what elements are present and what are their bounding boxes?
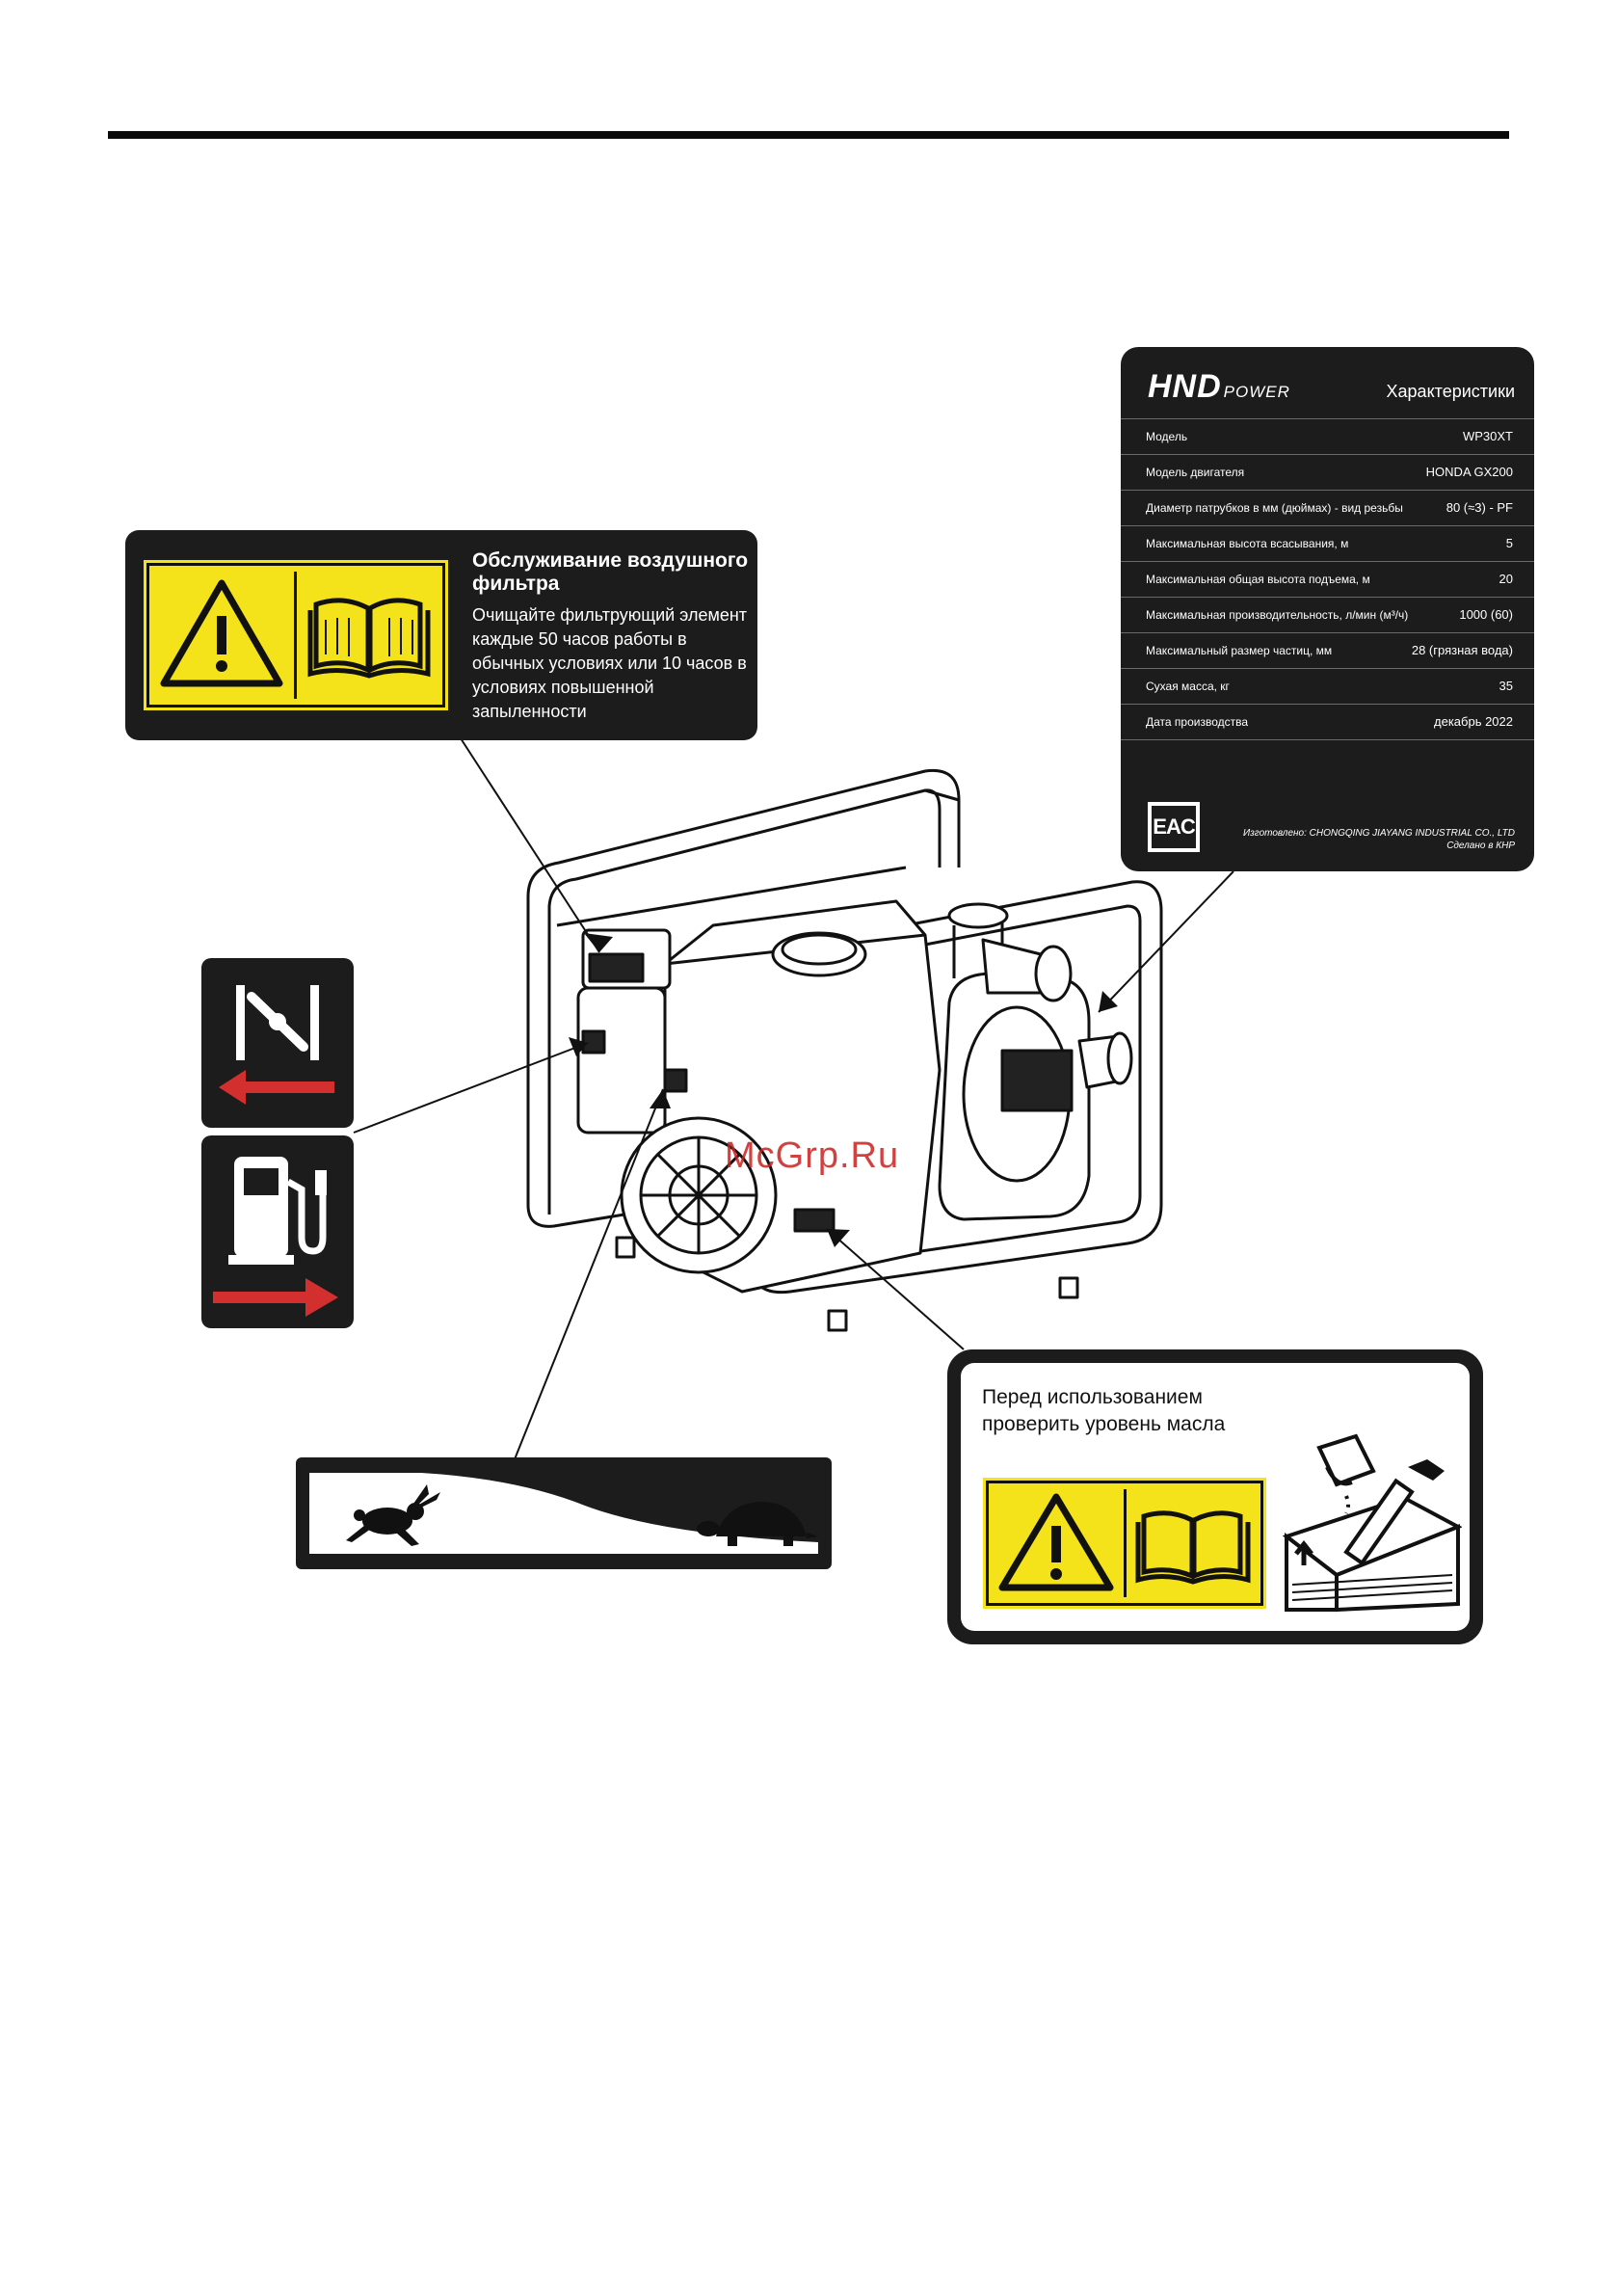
rabbit-icon	[346, 1484, 440, 1546]
throttle-label	[296, 1457, 832, 1569]
arrow-left-icon	[219, 1070, 334, 1105]
warning-panel	[983, 1478, 1266, 1609]
choke-icon	[236, 985, 319, 1060]
fuel-label	[201, 1135, 354, 1328]
spec-title: Характеристики	[1386, 382, 1515, 401]
oil-can-icon	[1316, 1433, 1376, 1514]
oil-label-title: Перед использованием проверить уровень м…	[982, 1386, 1226, 1435]
turtle-icon	[697, 1502, 818, 1546]
air-filter-label: Обслуживание воздушного фильтра Очищайте…	[125, 530, 757, 740]
choke-label	[201, 958, 354, 1128]
warning-icon	[149, 566, 294, 705]
spec-row: Максимальная производительность, л/мин (…	[1121, 597, 1534, 632]
dipstick-icon	[1282, 1459, 1462, 1613]
oil-label-panel: Перед использованием проверить уровень м…	[961, 1363, 1470, 1631]
warning-panel	[144, 560, 448, 710]
manual-book-icon	[297, 566, 442, 705]
air-filter-text: Обслуживание воздушного фильтра Очищайте…	[472, 549, 752, 724]
arrow-right-icon	[213, 1278, 338, 1317]
manufacturer: Изготовлено: CHONGQING JIAYANG INDUSTRIA…	[1242, 828, 1515, 851]
air-filter-body: Очищайте фильтрующий элемент каждые 50 ч…	[472, 605, 748, 721]
top-rule	[108, 131, 1509, 139]
air-filter-title: Обслуживание воздушного фильтра	[472, 549, 749, 595]
fuel-pump-icon	[228, 1157, 327, 1265]
watermark: McGrp.Ru	[725, 1135, 900, 1176]
oil-check-label: Перед использованием проверить уровень м…	[947, 1349, 1483, 1644]
spec-row: Диаметр патрубков в мм (дюймах) - вид ре…	[1121, 490, 1534, 525]
manual-book-icon	[1127, 1483, 1260, 1603]
eac-mark: EAC	[1148, 802, 1200, 852]
warning-icon	[989, 1483, 1124, 1603]
